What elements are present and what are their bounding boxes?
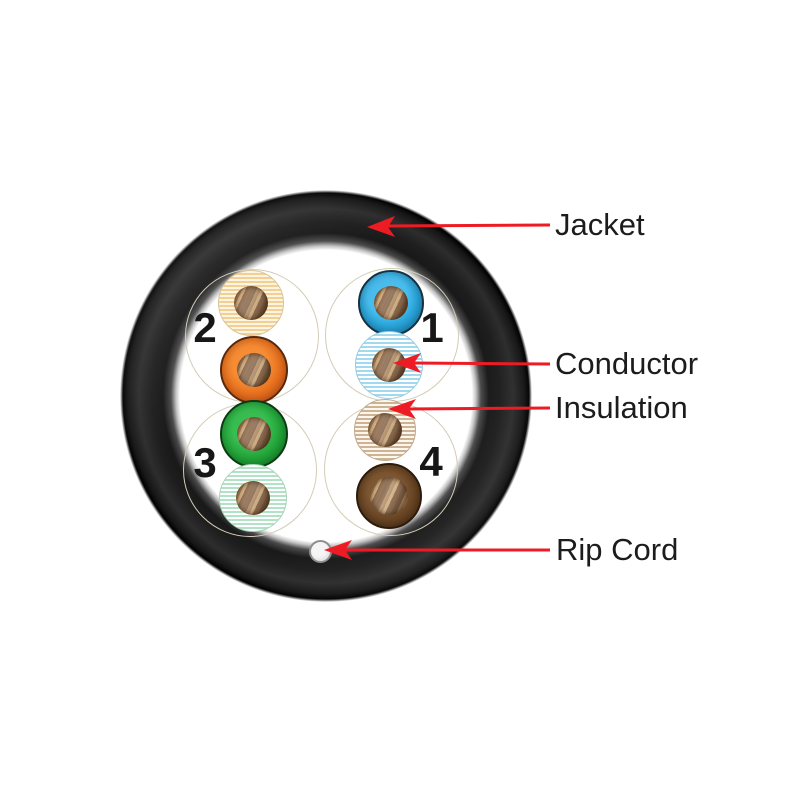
conductor-orange — [220, 336, 288, 404]
conductor-white-green — [219, 464, 287, 532]
conductor-green — [220, 400, 288, 468]
rip-cord-dot — [309, 540, 332, 563]
pair-number-3: 3 — [193, 439, 217, 486]
rip-cord-label: Rip Cord — [556, 532, 679, 567]
conductor-brown — [356, 463, 422, 529]
copper-core — [237, 417, 271, 451]
cable-jacket — [120, 190, 532, 602]
copper-core — [236, 481, 270, 515]
conductor-label: Conductor — [555, 346, 699, 381]
pair-number-1: 1 — [420, 304, 444, 351]
copper-core — [368, 413, 402, 447]
copper-core — [234, 286, 268, 320]
copper-core — [372, 348, 406, 382]
pair-number-4: 4 — [419, 438, 443, 485]
jacket-label: Jacket — [555, 207, 645, 242]
copper-core — [370, 477, 408, 515]
insulation-label: Insulation — [555, 390, 688, 425]
copper-core — [237, 353, 271, 387]
pair-number-2: 2 — [193, 304, 217, 351]
copper-core — [374, 286, 408, 320]
conductor-white-orange — [218, 270, 284, 336]
